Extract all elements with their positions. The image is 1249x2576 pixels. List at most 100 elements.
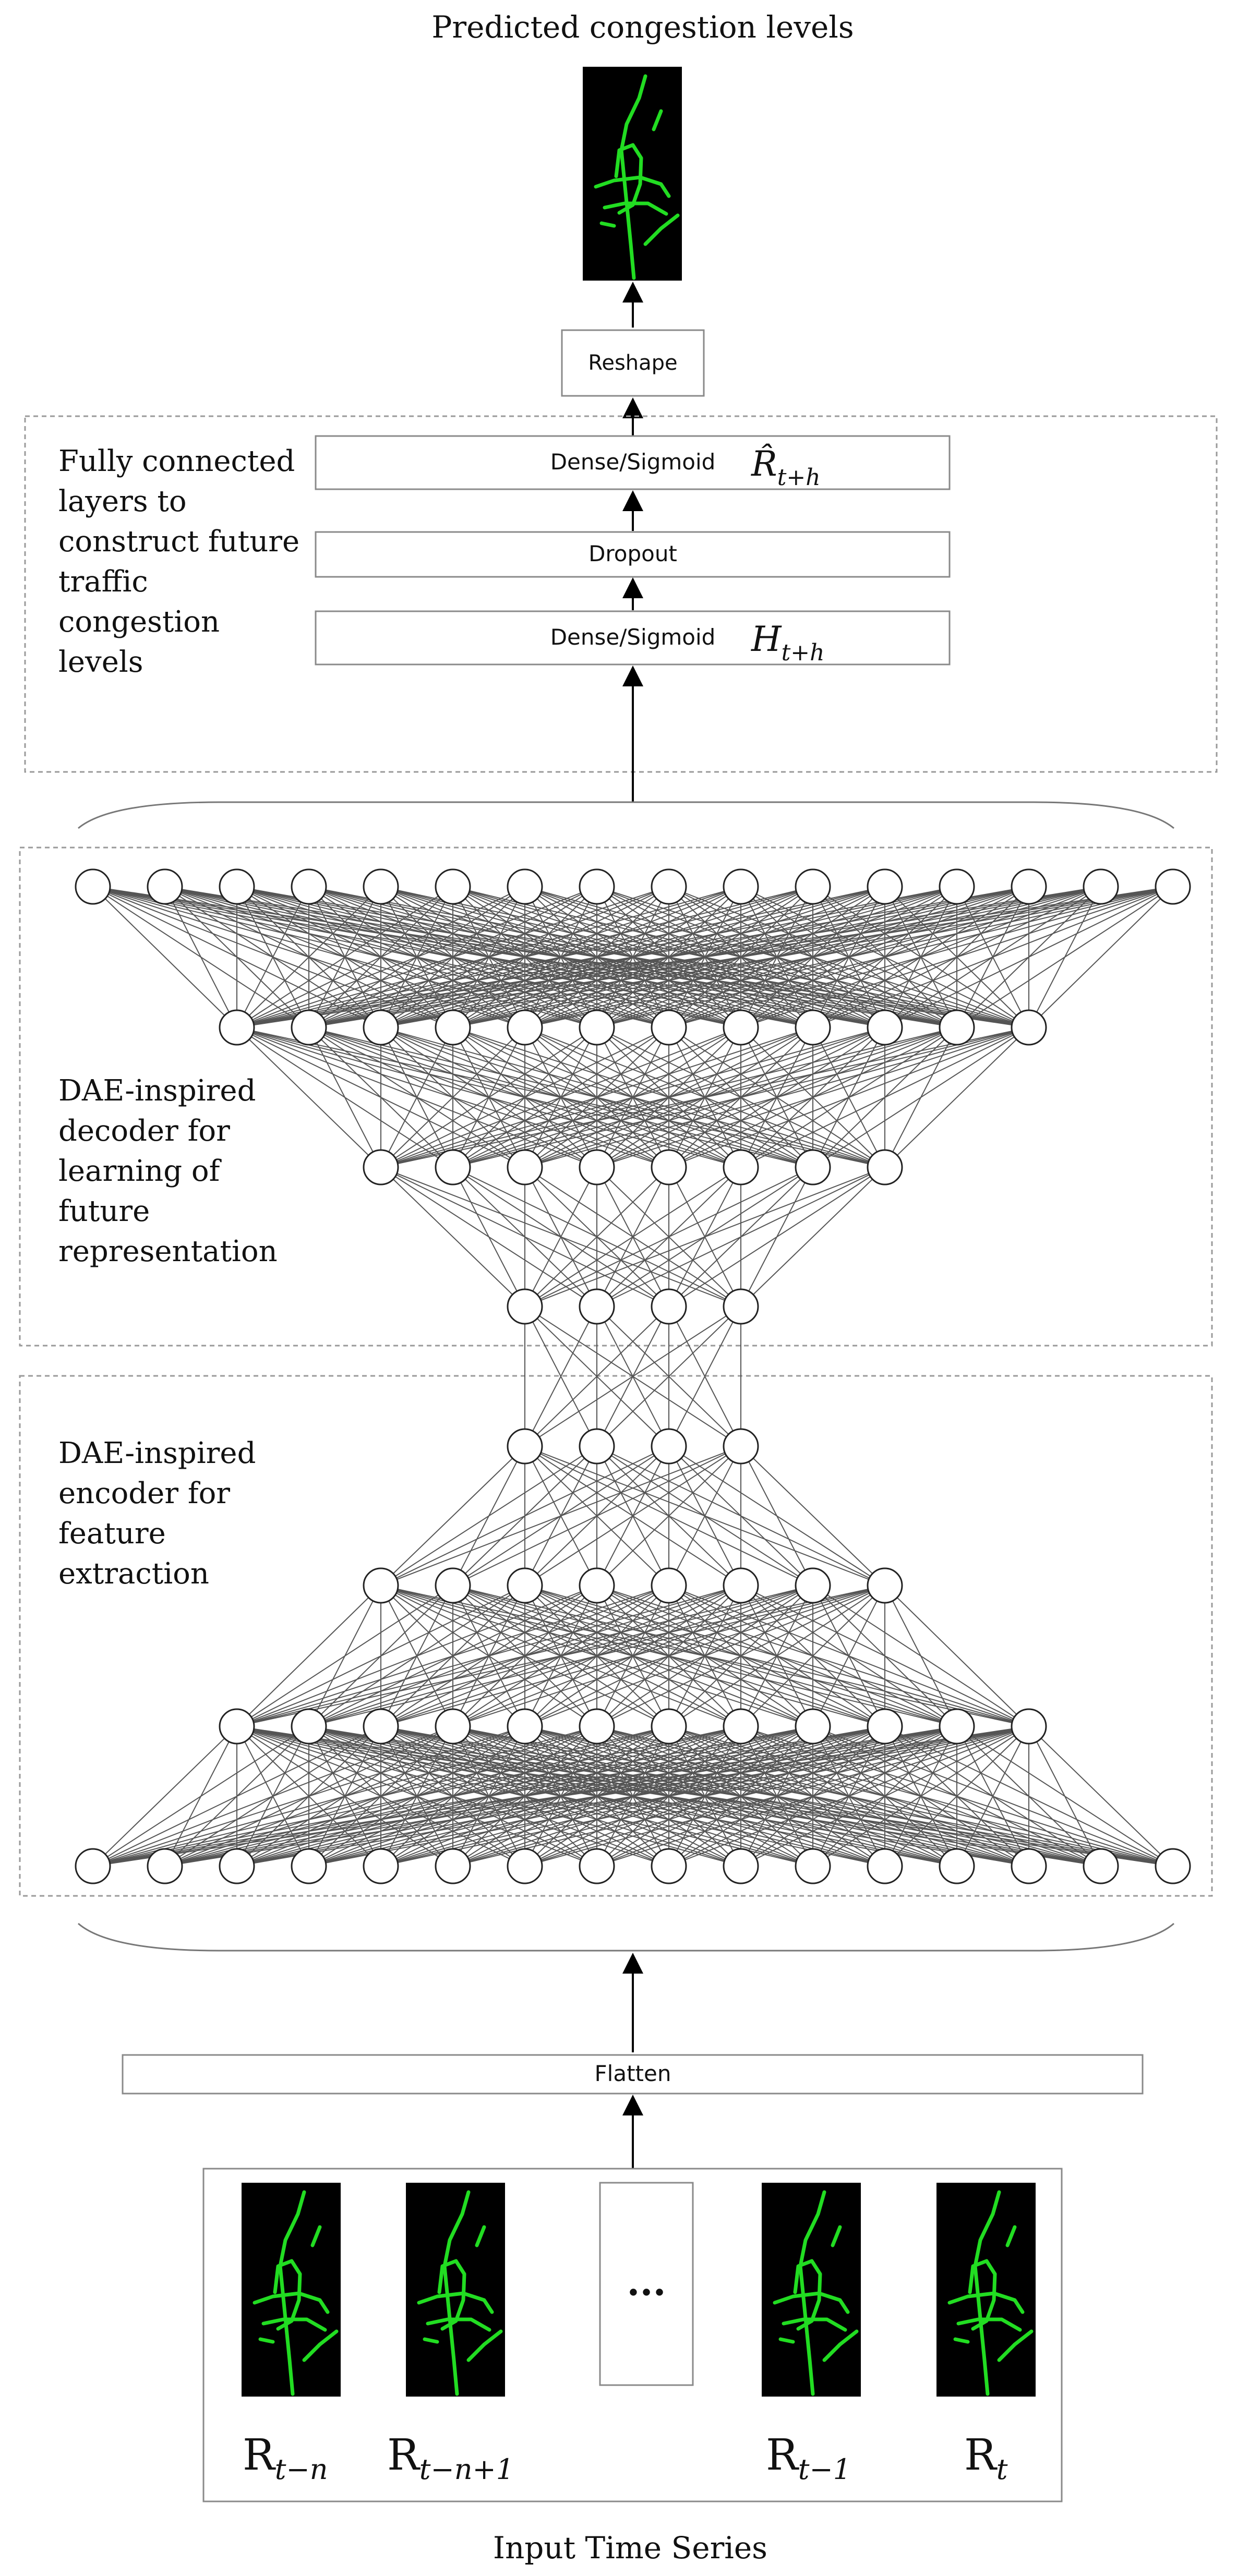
decoder-neuron [723,1009,759,1046]
encoder-neuron [723,1567,759,1604]
network-edge [596,1167,885,1307]
network-edge [740,1167,885,1307]
network-edge [596,1027,1029,1168]
network-edge [668,1726,1029,1867]
network-edge [884,886,1173,1028]
network-edge [236,886,597,1028]
decoder-neuron [795,1149,831,1186]
network-nodes [75,868,1191,1884]
network-edge [236,886,957,1028]
encoder-neuron [867,1708,903,1745]
network-edge [236,1585,669,1727]
encoder-neuron [507,1428,543,1465]
dense-top-symbol: R̂t+h [751,444,821,491]
dense-bottom-symbol: Ht+h [751,619,824,666]
network-edge [236,886,813,1028]
encoder-neuron [507,1708,543,1745]
decoder-neuron [363,1009,399,1046]
dense-bottom-label: Dense/Sigmoid [550,624,716,650]
predicted-map-image [583,67,682,281]
network-edge [236,886,741,1028]
decoder-line-5: representation [58,1235,278,1268]
encoder-neuron [1011,1848,1047,1884]
network-edge [884,1726,1029,1867]
decoder-group-box [19,846,1213,1347]
decoder-neuron [291,1009,327,1046]
network-edge [524,1585,885,1727]
encoder-neuron [651,1848,687,1884]
network-edges [92,886,1173,1867]
dropout-layer: Dropout [315,531,951,578]
network-edge [452,1446,741,1586]
fully-connected-group-label: Fully connected layers to construct futu… [58,444,299,679]
fully-connected-group-box [24,415,1218,773]
network-edge [380,1027,741,1168]
frame-label-1: Rt−n [243,2430,328,2486]
encoder-neuron [651,1567,687,1604]
encoder-neuron [75,1848,111,1884]
network-edge [1028,886,1173,1028]
network-edge [92,1726,381,1867]
network-edge [380,1027,597,1168]
network-edge [236,1585,741,1727]
encoder-neuron [1155,1848,1191,1884]
encoder-neuron [219,1848,255,1884]
decoder-neuron [363,868,399,905]
network-edge [92,1726,885,1867]
flatten-label: Flatten [595,2061,671,2086]
input-series-caption: Input Time Series [493,2530,767,2566]
dense-sigmoid-bottom-layer: Dense/Sigmoid Ht+h [315,610,951,666]
network-edge [236,886,309,1028]
encoder-neuron [795,1708,831,1745]
reshape-label: Reshape [588,351,677,375]
decoder-neuron [507,868,543,905]
encoder-neuron [147,1848,183,1884]
decoder-neuron [1155,868,1191,905]
network-edge [812,1585,885,1727]
network-edge [380,1446,669,1586]
network-edge [380,1446,597,1586]
encoder-neuron [363,1848,399,1884]
encoder-neuron [1011,1708,1047,1745]
network-edge [524,1167,813,1307]
decoder-neuron [579,1149,615,1186]
decoder-neuron [507,1149,543,1186]
decoder-neuron [507,1009,543,1046]
decoder-neuron [1011,1009,1047,1046]
lower-brace [78,1922,1174,1952]
frame-label-3: Rt−1 [766,2430,851,2486]
network-edge [236,1585,597,1727]
network-edge [92,1726,1029,1867]
network-edge [308,1726,1029,1867]
decoder-line-2: decoder for [58,1114,230,1148]
decoder-neuron [579,1009,615,1046]
network-edge [452,1167,525,1307]
network-edge [884,1585,1029,1727]
network-edge [380,1027,669,1168]
input-map-4 [936,2183,1036,2397]
decoder-neuron [723,1288,759,1325]
network-edge [92,1726,309,1867]
network-edge [92,886,237,1028]
dense-top-label: Dense/Sigmoid [550,449,716,475]
network-edge [236,1726,1029,1867]
network-edge [740,1726,1029,1867]
network-edge [92,1726,597,1867]
decoder-neuron [579,1288,615,1325]
network-edge [236,886,1029,1028]
network-edge [380,1585,885,1727]
network-edge [92,1726,525,1867]
network-edge [524,1167,597,1307]
decoder-neuron [435,868,471,905]
network-edge [380,1027,525,1168]
decoder-neuron [363,1149,399,1186]
dense-sigmoid-top-layer: Dense/Sigmoid R̂t+h [315,435,951,491]
ellipsis-frame: ··· [599,2182,694,2386]
encoder-neuron [507,1567,543,1604]
network-edge [452,1726,1029,1867]
network-edge [380,1027,453,1168]
decoder-line-1: DAE-inspired [58,1074,256,1108]
decoder-neuron [147,868,183,905]
network-edge [452,1027,1029,1168]
network-edge [884,1585,957,1727]
